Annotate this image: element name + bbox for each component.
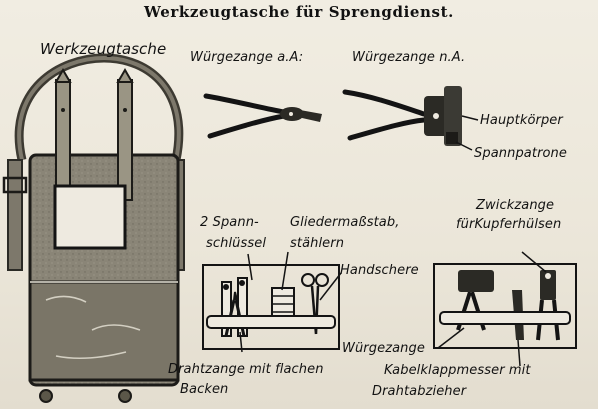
label-staehlern: stählern bbox=[290, 236, 345, 251]
label-werkzeugtasche: Werkzeugtasche bbox=[40, 40, 167, 58]
label-schluessel: schlüssel bbox=[206, 236, 267, 251]
tool-bag bbox=[2, 53, 185, 403]
bag-belt-loop-left bbox=[55, 79, 71, 201]
leader-lines bbox=[239, 251, 547, 367]
diagram-title: Werkzeugtasche für Sprengdienst. bbox=[144, 3, 454, 21]
label-handschere: Handschere bbox=[340, 263, 419, 278]
tool-roll-right bbox=[433, 263, 577, 349]
bag-foot-left bbox=[39, 389, 53, 403]
bag-strap-left-side bbox=[7, 159, 23, 271]
label-kabelklappmesser: Kabelklappmesser mit bbox=[384, 363, 531, 378]
label-zwickzange: Zwickzange bbox=[476, 198, 555, 213]
label-wuergezange-aa: Würgezange a.A: bbox=[190, 50, 304, 65]
label-drahtzange: Drahtzange mit flachen bbox=[168, 362, 324, 377]
label-hauptkoerper: Hauptkörper bbox=[480, 113, 563, 128]
label-gliedermassstab: Gliedermaßstab, bbox=[290, 215, 400, 230]
crimping-pliers-old-type bbox=[203, 93, 322, 139]
label-wuergezange: Würgezange bbox=[342, 341, 425, 356]
crimping-pliers-new-type bbox=[342, 86, 462, 146]
label-spannpatrone: Spannpatrone bbox=[474, 146, 567, 161]
label-drahtabzieher: Drahtabzieher bbox=[372, 384, 467, 399]
bag-buckle bbox=[2, 176, 28, 194]
label-2-spann: 2 Spann- bbox=[200, 215, 259, 230]
bag-label-window bbox=[53, 184, 127, 250]
label-wuergezange-na: Würgezange n.A. bbox=[352, 50, 466, 65]
label-backen: Backen bbox=[180, 382, 229, 397]
tool-roll-left bbox=[202, 264, 340, 350]
label-fuer-kupferhuelsen: fürKupferhülsen bbox=[456, 217, 562, 232]
bag-belt-loop-right bbox=[117, 79, 133, 201]
clamping-cartridge-part bbox=[446, 132, 458, 144]
bag-flap bbox=[28, 280, 180, 382]
bag-foot-right bbox=[118, 389, 132, 403]
